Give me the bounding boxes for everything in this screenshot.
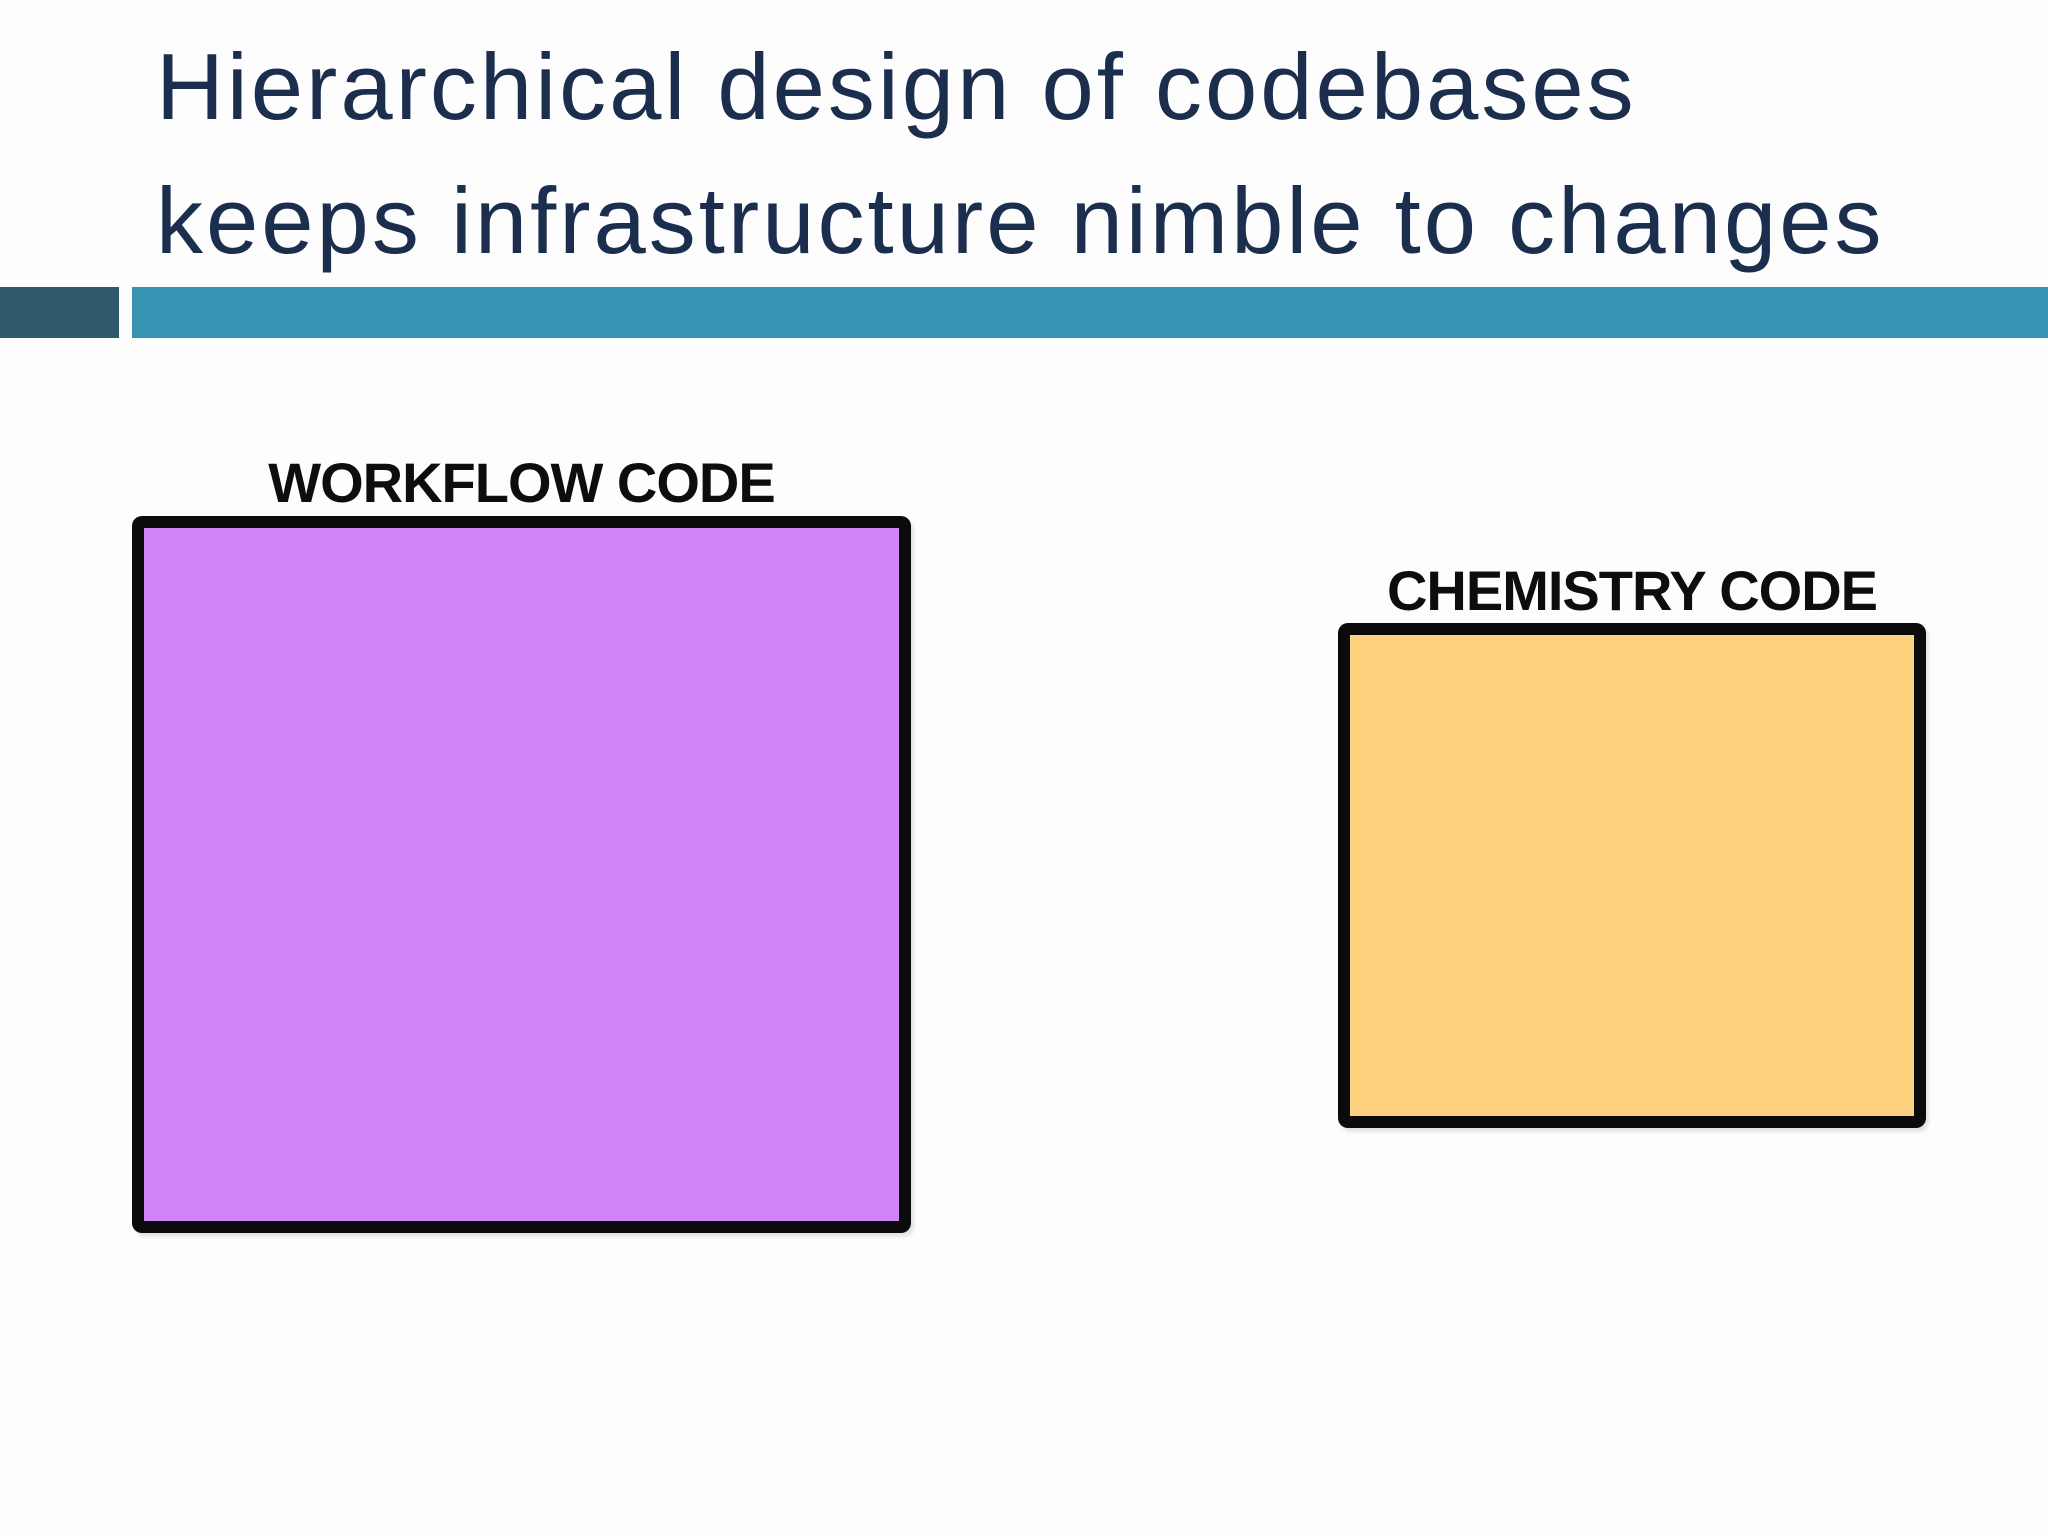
slide-title-line-2: keeps infrastructure nimble to changes [156, 168, 1885, 273]
chemistry-code-label: CHEMISTRY CODE [1386, 559, 1878, 622]
slide-title: Hierarchical design of codebases keeps i… [156, 20, 1885, 288]
divider-accent-block [0, 287, 119, 338]
chemistry-code-box [1338, 623, 1926, 1128]
slide-title-line-1: Hierarchical design of codebases [156, 34, 1637, 139]
divider-bar [132, 287, 2048, 338]
workflow-code-box [132, 516, 911, 1233]
workflow-code-label: WORKFLOW CODE [268, 451, 775, 514]
